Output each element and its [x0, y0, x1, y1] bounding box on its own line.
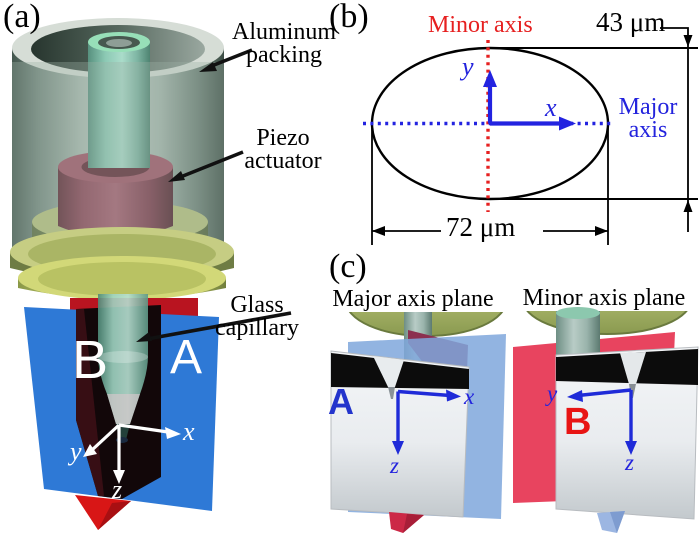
piezo-actuator-body [58, 167, 173, 238]
panel-c-right-y-label: y [547, 381, 558, 406]
capillary-tube-upper [88, 42, 150, 168]
capillary-cone-highlight [107, 394, 140, 424]
panel-c-a-letter: A [328, 381, 354, 422]
minor-axis-plane-title: Minor axis plane [522, 285, 686, 311]
panel-c-left-axes [392, 389, 461, 455]
panel-b-y-label: y [462, 52, 474, 81]
panel-c-left-assembly [330, 312, 506, 533]
panel-c-left-z-label: z [390, 453, 399, 478]
minor-axis-label: Minor axis [428, 12, 533, 38]
panel-a-apparatus [10, 18, 292, 530]
minor-dimension-value: 43 μm [596, 7, 666, 37]
glass-capillary-label: Glass capillary [215, 292, 299, 341]
tube-bore-inner [106, 39, 132, 47]
plane-b-tip-shade [98, 501, 131, 530]
piezo-actuator-label: Piezo actuator [244, 125, 322, 174]
plane-b-letter: B [72, 330, 109, 390]
panel-c-b-letter: B [564, 401, 592, 443]
panel-b-xy-axes [483, 70, 576, 131]
micrograph-plane-right [555, 346, 699, 520]
panel-a-y-label: y [70, 437, 82, 466]
major-axis-plane-title: Major axis plane [332, 286, 494, 312]
dimension-72um [371, 128, 609, 245]
capillary-band [98, 351, 148, 363]
major-axis-label: Major axis [618, 94, 678, 143]
red-tip-shade-left [403, 514, 424, 533]
glass-capillary-3d [98, 294, 148, 424]
capillary-stub-top-right [556, 307, 600, 319]
glass-front-veil [12, 62, 224, 274]
panel-b-x-label: x [545, 93, 557, 122]
panel-c-right-assembly [513, 307, 699, 533]
panel-a-annotation-arrows [136, 48, 292, 342]
panel-c-label: (c) [329, 248, 367, 285]
capillary-silhouette-right [620, 352, 646, 384]
panel-a-label: (a) [3, 0, 41, 35]
panel-c-left-x-label: x [464, 384, 475, 409]
aluminum-packing-label: Aluminum packing [231, 19, 336, 68]
panel-a-x-label: x [183, 417, 195, 446]
panel-b-diagram [363, 27, 698, 245]
capillary-silhouette-left [373, 356, 404, 387]
panel-c-right-z-label: z [625, 450, 634, 475]
plane-a-letter: A [170, 331, 203, 384]
capillary-stem-left [388, 387, 395, 399]
panel-a-axes [83, 423, 181, 484]
panel-c-right-axes [567, 388, 637, 455]
blue-tip-shade-right [610, 511, 625, 533]
panel-a-z-label: z [112, 475, 123, 504]
micrograph-plane-left [330, 350, 470, 518]
bottom-ring-step [38, 262, 206, 296]
plane-b-left-edge [76, 309, 104, 496]
panel-b-label: (b) [329, 0, 369, 35]
dimension-43um [660, 27, 693, 232]
major-dimension-value: 72 μm [446, 212, 516, 242]
